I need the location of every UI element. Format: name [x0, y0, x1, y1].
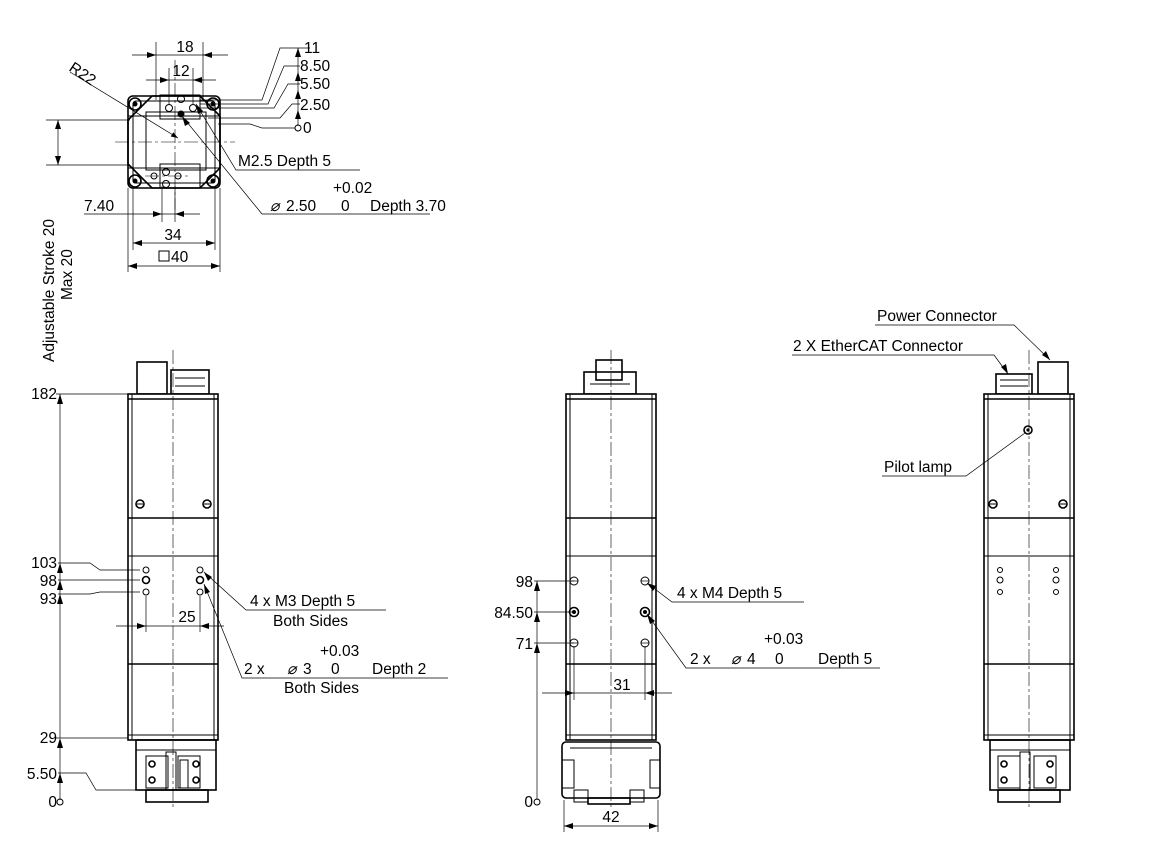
dim-18-label: 18 — [176, 39, 193, 56]
front-pin-sides: Both Sides — [284, 680, 359, 697]
front-h-103: 103 — [31, 555, 57, 572]
dim-40-label: 40 — [171, 249, 189, 266]
front-h-93: 93 — [40, 591, 57, 608]
dim-2-50-label: 2.50 — [300, 97, 331, 114]
stroke-max-label: Max 20 — [59, 249, 76, 300]
m3-note: 4 x M3 Depth 5 — [250, 593, 355, 610]
m2-5-note: M2.5 Depth 5 — [238, 153, 331, 170]
front-pin-tol-lower: 0 — [331, 661, 340, 678]
dim-34-label: 34 — [164, 227, 182, 244]
pin-tol-upper: +0.02 — [333, 180, 372, 197]
front-h-0: 0 — [48, 794, 57, 811]
front-h-98: 98 — [40, 573, 57, 590]
radius-label: R22 — [66, 59, 99, 89]
side-pin-qty: 2 x — [690, 651, 711, 668]
top-view: 18 12 R22 11 8.50 5.50 2.50 0 M2.5 Depth… — [41, 39, 446, 362]
dim-7-40-label: 7.40 — [84, 198, 115, 215]
front-connector-1 — [136, 361, 168, 395]
dim-25-label: 25 — [178, 609, 195, 626]
pin-depth: Depth 3.70 — [370, 198, 446, 215]
side-h-0: 0 — [524, 794, 533, 811]
back-view: Power Connector 2 X EtherCAT Connector P… — [792, 308, 1075, 810]
ethercat-connector-label: 2 X EtherCAT Connector — [793, 338, 963, 355]
side-pin-depth: Depth 5 — [818, 651, 872, 668]
dim-8-50-label: 8.50 — [300, 58, 331, 75]
side-h-84-50: 84.50 — [494, 605, 533, 622]
ethercat-connectors — [995, 373, 1033, 395]
side-view: 98 84.50 71 0 31 42 4 x M4 Depth 5 2 x ⌀… — [494, 350, 880, 832]
side-pin-diam: 4 — [747, 651, 756, 668]
front-pin-depth: Depth 2 — [372, 661, 426, 678]
front-pin-tol-upper: +0.03 — [320, 643, 359, 660]
side-connector — [583, 371, 637, 395]
m4-note: 4 x M4 Depth 5 — [677, 585, 782, 602]
square-symbol — [158, 250, 170, 262]
power-connector — [1037, 361, 1069, 395]
pilot-lamp-icon — [1023, 425, 1033, 435]
pin-tol-lower: 0 — [341, 198, 350, 215]
dim-31-label: 31 — [613, 677, 630, 694]
dim-12-label: 12 — [172, 63, 189, 80]
pin-hole-diameter: 2.50 — [286, 198, 317, 215]
front-pin-qty: 2 x — [244, 661, 265, 678]
front-pin-diam: 3 — [303, 661, 312, 678]
pilot-lamp-label: Pilot lamp — [884, 459, 952, 476]
side-pin-tol-lower: 0 — [775, 651, 784, 668]
diameter-symbol-3: ⌀ — [731, 651, 742, 668]
front-h-182: 182 — [31, 386, 57, 403]
m3-sides: Both Sides — [273, 613, 348, 630]
front-h-29: 29 — [40, 730, 57, 747]
stroke-label: Adjustable Stroke 20 — [41, 219, 58, 362]
diameter-symbol-2: ⌀ — [287, 661, 298, 678]
front-view: 182 103 98 93 29 5.50 0 25 4 x M3 Depth … — [27, 350, 448, 811]
front-h-5-50: 5.50 — [27, 766, 58, 783]
dim-0-label: 0 — [303, 120, 312, 137]
side-h-71: 71 — [516, 636, 533, 653]
diameter-symbol: ⌀ — [270, 198, 281, 215]
corner-mount-holes — [128, 97, 220, 188]
dim-42-label: 42 — [602, 809, 619, 826]
front-connector-2 — [170, 369, 210, 395]
power-connector-label: Power Connector — [877, 308, 997, 325]
side-h-98: 98 — [516, 574, 533, 591]
dim-11-label: 11 — [304, 40, 320, 57]
side-pin-tol-upper: +0.03 — [764, 631, 803, 648]
dim-5-50-label: 5.50 — [300, 76, 331, 93]
